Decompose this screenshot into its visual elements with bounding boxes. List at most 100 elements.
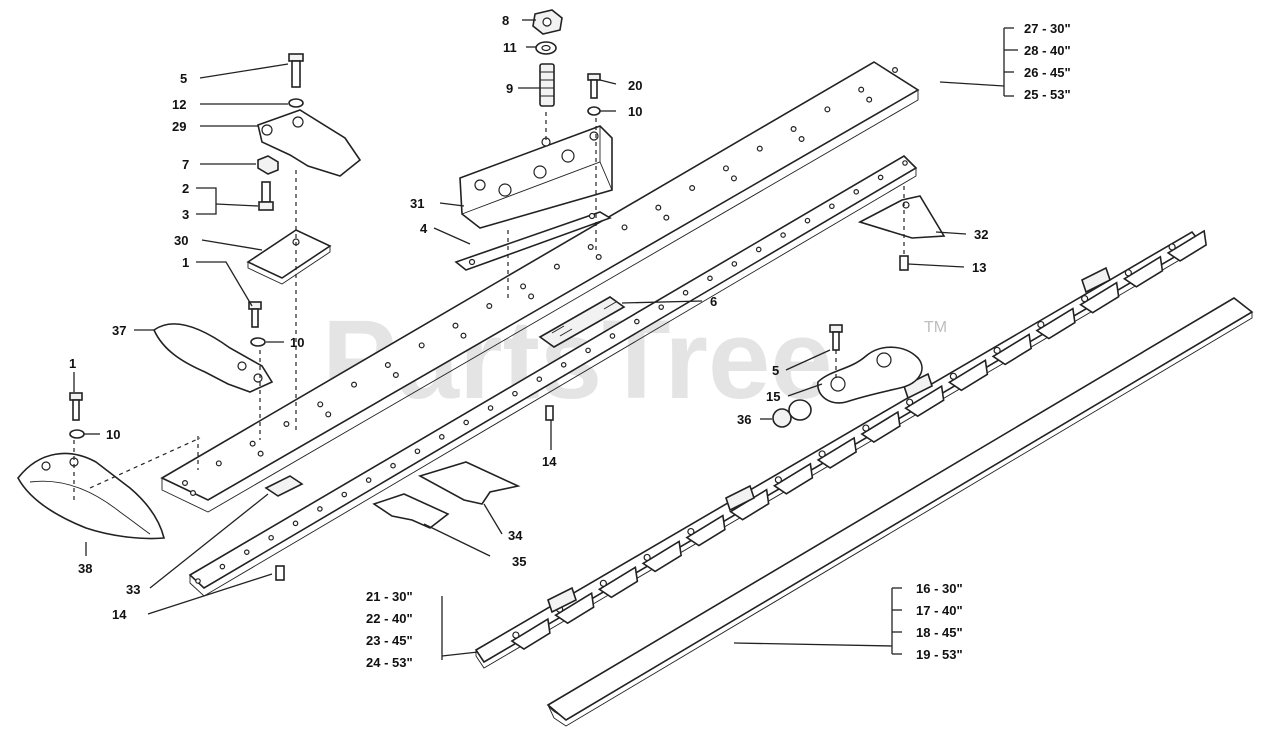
callout-9[interactable]: 9 <box>506 81 513 96</box>
callout-36[interactable]: 36 <box>737 412 751 427</box>
strip-hole <box>243 549 250 555</box>
bar-hole <box>689 185 696 192</box>
callout-5-right[interactable]: 5 <box>772 363 779 378</box>
callout-35[interactable]: 35 <box>512 554 526 569</box>
callout-32[interactable]: 32 <box>974 227 988 242</box>
sickle-rivet <box>774 476 782 484</box>
callout-1-lower[interactable]: 1 <box>69 356 76 371</box>
bolt-small[interactable] <box>587 73 601 116</box>
bar-hole <box>858 86 865 93</box>
guard-plate-32[interactable] <box>857 195 946 239</box>
sickle-section <box>947 358 989 392</box>
sickle-rivet <box>643 553 651 562</box>
strip-end-clip[interactable] <box>264 475 304 497</box>
ledger-plate-35[interactable] <box>372 493 450 529</box>
nut-7[interactable] <box>257 155 279 175</box>
sickle-section <box>816 436 857 469</box>
callout-29[interactable]: 29 <box>172 119 186 134</box>
lock-washer-12[interactable] <box>288 98 304 108</box>
bar-hole <box>528 293 535 300</box>
sickle-rivet <box>687 527 695 536</box>
strip-hole <box>804 217 811 224</box>
callout-20[interactable]: 20 <box>628 78 642 93</box>
callout-11[interactable]: 11 <box>503 40 517 55</box>
sickle-rivet <box>599 579 607 587</box>
bolt-13[interactable] <box>899 255 909 271</box>
bolt-5-left[interactable] <box>288 53 304 88</box>
cutter-bar-long[interactable] <box>160 61 920 513</box>
callout-5-left[interactable]: 5 <box>180 71 187 86</box>
callout-7[interactable]: 7 <box>182 157 189 172</box>
sickle-section <box>1079 281 1120 314</box>
callout-13[interactable]: 13 <box>972 260 986 275</box>
callout-12[interactable]: 12 <box>172 97 186 112</box>
bar-hole <box>730 175 737 182</box>
strip-hole <box>560 361 567 368</box>
bolt-14-mid[interactable] <box>545 405 554 421</box>
size-label: 26 - 45" <box>1024 65 1071 80</box>
bar-hole <box>351 381 358 388</box>
size-label: 25 - 53" <box>1024 87 1071 102</box>
bar-hole <box>182 480 189 487</box>
strip-hole <box>390 462 396 469</box>
end-shoe-38[interactable] <box>17 452 166 540</box>
callout-4[interactable]: 4 <box>420 221 428 236</box>
callout-10-mid[interactable]: 10 <box>290 335 304 350</box>
strip-hole <box>585 347 591 354</box>
size-group-top-right: 27 - 30" 28 - 40" 26 - 45" 25 - 53" <box>1024 21 1071 102</box>
callout-34[interactable]: 34 <box>508 528 523 543</box>
strip-hole <box>755 246 762 253</box>
sickle-rivet <box>993 346 1001 355</box>
bar-hole <box>392 372 399 379</box>
callout-33[interactable]: 33 <box>126 582 140 597</box>
hold-down-clip-37[interactable] <box>153 323 274 393</box>
sickle-rivet <box>818 450 826 458</box>
bar-hole <box>756 145 763 152</box>
callout-8[interactable]: 8 <box>502 13 509 28</box>
callout-10-lower[interactable]: 10 <box>106 427 120 442</box>
knife-head-block[interactable] <box>538 296 626 348</box>
callout-10-top[interactable]: 10 <box>628 104 642 119</box>
bolt-1-upper[interactable] <box>248 301 266 347</box>
bushing-36[interactable] <box>772 399 812 428</box>
bar-hole <box>486 303 493 310</box>
bolt-2-3[interactable] <box>258 181 274 211</box>
callout-3[interactable]: 3 <box>182 207 189 222</box>
sickle-section <box>1035 307 1076 340</box>
knife-holder-plate[interactable] <box>459 125 613 229</box>
callout-1-upper[interactable]: 1 <box>182 255 189 270</box>
bar-hole <box>866 96 873 103</box>
size-group-bottom-left: 21 - 30" 22 - 40" 23 - 45" 24 - 53" <box>366 589 413 670</box>
strip-hole <box>292 520 299 527</box>
callout-14-lower[interactable]: 14 <box>112 607 127 622</box>
callout-30[interactable]: 30 <box>174 233 188 248</box>
strip-hole <box>438 434 445 440</box>
nut-hex[interactable] <box>532 9 563 35</box>
bar-hole <box>595 254 602 261</box>
leader-lines <box>73 19 1018 660</box>
sickle-bar[interactable] <box>474 229 1207 669</box>
ledger-plate-34[interactable] <box>417 461 521 505</box>
bar-hole <box>249 440 256 447</box>
wear-strip[interactable] <box>454 211 612 271</box>
strip-hole <box>414 448 421 455</box>
washer[interactable] <box>535 41 557 55</box>
clip-29[interactable] <box>257 109 362 177</box>
knife-back-strip[interactable] <box>188 154 918 597</box>
hold-down-clip <box>903 372 933 400</box>
callout-2[interactable]: 2 <box>182 181 189 196</box>
sickle-section <box>1122 255 1164 288</box>
guard-channel[interactable] <box>546 297 1254 727</box>
strip-hole <box>634 318 640 325</box>
callout-14-mid[interactable]: 14 <box>542 454 557 469</box>
bolt-14-lower[interactable] <box>275 565 285 581</box>
knife-head-15[interactable] <box>817 346 923 404</box>
callout-31[interactable]: 31 <box>410 196 424 211</box>
callout-6[interactable]: 6 <box>710 294 717 309</box>
callout-15[interactable]: 15 <box>766 389 780 404</box>
stud[interactable] <box>539 63 555 107</box>
bolt-1-lower[interactable] <box>69 392 85 439</box>
callout-38[interactable]: 38 <box>78 561 92 576</box>
callout-37[interactable]: 37 <box>112 323 126 338</box>
spacer-block-30[interactable] <box>246 229 332 285</box>
